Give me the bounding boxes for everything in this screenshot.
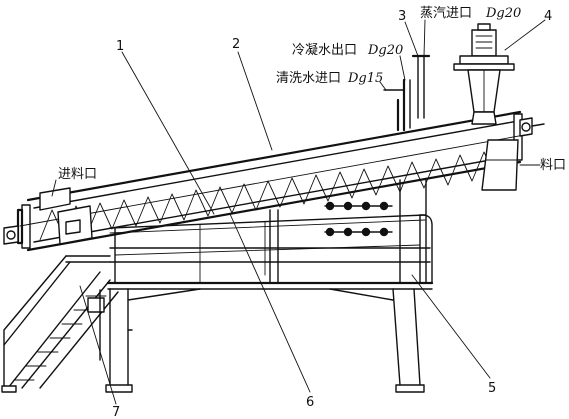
steam-inlet-text: 蒸汽进口 <box>420 6 472 21</box>
wash-inlet-label: 清洗水进口 <box>276 71 341 86</box>
discharge-chute <box>481 139 521 191</box>
callout-2: 2 <box>232 37 240 52</box>
feed-hopper <box>57 205 93 245</box>
callout-7: 7 <box>112 405 120 419</box>
callout-1: 1 <box>116 39 124 54</box>
condensate-outlet-size: Dg20 <box>367 43 403 58</box>
screw-flight-icon <box>19 133 531 241</box>
walkway-railing <box>109 214 433 284</box>
callout-6: 6 <box>306 395 314 410</box>
callout-numbers: 1 2 3 4 5 6 7 <box>112 9 552 419</box>
discharge-label: 料口 <box>540 158 566 173</box>
support-frame <box>105 179 434 393</box>
valve-icon <box>325 201 389 237</box>
feed-inlet-label: 进料口 <box>58 167 97 182</box>
access-stairs <box>1 255 119 393</box>
valve-bank <box>324 201 393 237</box>
callout-5: 5 <box>488 381 496 396</box>
feed-inlet-box <box>39 187 71 211</box>
feed-end-drive <box>3 225 19 245</box>
wash-inlet-size: Dg15 <box>347 71 383 86</box>
callout-3: 3 <box>398 9 406 24</box>
discharge-end-drive <box>519 117 545 137</box>
motor-icon <box>453 23 515 125</box>
condensate-outlet-label: 冷凝水出口 <box>292 42 357 58</box>
steam-inlet-label: 蒸汽进口 <box>420 6 472 21</box>
port-labels: 进料口 料口 蒸汽进口 Dg20 冷凝水出口 Dg20 清洗水进口 Dg15 <box>58 6 566 182</box>
steam-inlet-size: Dg20 <box>485 6 521 21</box>
steam-pipe <box>383 54 431 132</box>
leader-lines <box>51 19 546 405</box>
callout-4: 4 <box>544 9 552 24</box>
